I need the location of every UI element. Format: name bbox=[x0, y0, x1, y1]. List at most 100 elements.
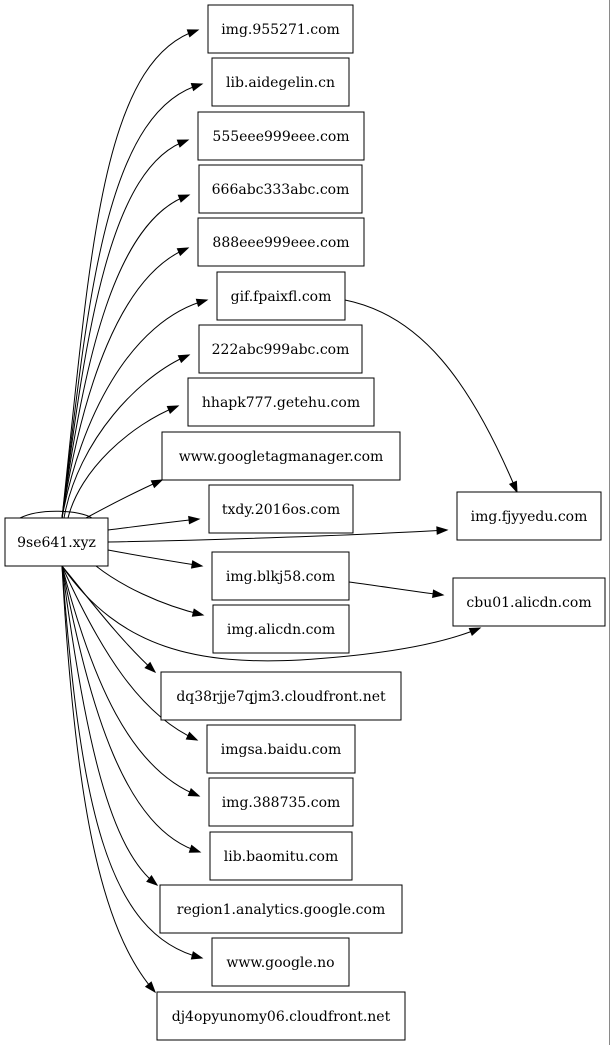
edge-src-n14 bbox=[61, 565, 198, 741]
edge-src-n15 bbox=[61, 565, 200, 797]
edge-src-n12-arrowhead bbox=[191, 608, 205, 617]
node-box-r1 bbox=[456, 491, 602, 541]
node-label-n6: gif.fpaixfl.com bbox=[231, 289, 332, 305]
node-n8: hhapk777.getehu.com bbox=[187, 377, 375, 427]
edge-src-n19 bbox=[61, 565, 156, 993]
node-label-n3: 555eee999eee.com bbox=[212, 129, 349, 145]
edge-src-n8 bbox=[67, 405, 179, 519]
edge-src-n1-arrowhead bbox=[186, 29, 200, 38]
node-r2: cbu01.alicdn.com bbox=[452, 577, 606, 627]
edge-src-r2-arrowhead bbox=[468, 627, 482, 636]
edge-src-n6 bbox=[61, 299, 208, 519]
node-n3: 555eee999eee.com bbox=[197, 111, 365, 161]
node-label-n16: lib.baomitu.com bbox=[224, 849, 339, 865]
edge-n11-r2-arrowhead bbox=[432, 589, 445, 598]
node-box-n14 bbox=[206, 724, 356, 774]
edges-layer bbox=[19, 29, 518, 994]
edge-src-n18-arrowhead bbox=[190, 951, 204, 960]
node-label-n10: txdy.2016os.com bbox=[222, 502, 340, 518]
node-label-r2: cbu01.alicdn.com bbox=[466, 595, 591, 611]
node-box-n1 bbox=[207, 4, 354, 54]
node-label-n2: lib.aidegelin.cn bbox=[226, 75, 335, 91]
node-box-r2 bbox=[452, 577, 606, 627]
edge-src-n9 bbox=[85, 479, 163, 519]
edge-src-n2 bbox=[61, 83, 203, 519]
edge-src-r2 bbox=[61, 565, 481, 662]
node-n18: www.google.no bbox=[211, 937, 350, 987]
node-n13: dq38rjje7qjm3.cloudfront.net bbox=[160, 671, 402, 721]
edge-src-n11-arrowhead bbox=[190, 560, 204, 569]
edge-src-n11 bbox=[107, 549, 203, 567]
node-n17: region1.analytics.google.com bbox=[159, 884, 403, 934]
node-box-n7 bbox=[198, 324, 363, 374]
node-n15: img.388735.com bbox=[208, 777, 354, 827]
node-n12: img.alicdn.com bbox=[212, 604, 350, 654]
edge-src-r1-arrowhead bbox=[436, 526, 449, 535]
node-n6: gif.fpaixfl.com bbox=[216, 271, 346, 321]
node-n10: txdy.2016os.com bbox=[208, 484, 354, 534]
node-label-n8: hhapk777.getehu.com bbox=[202, 395, 360, 411]
node-label-src: 9se641.xyz bbox=[17, 535, 96, 551]
node-n16: lib.baomitu.com bbox=[209, 831, 353, 881]
node-box-n6 bbox=[216, 271, 346, 321]
node-box-n9 bbox=[161, 431, 401, 481]
edge-src-n17 bbox=[61, 565, 158, 886]
edge-src-n15-arrowhead bbox=[187, 788, 201, 797]
node-box-n16 bbox=[209, 831, 353, 881]
node-n14: imgsa.baidu.com bbox=[206, 724, 356, 774]
edge-src-n2-arrowhead bbox=[190, 82, 204, 92]
node-n9: www.googletagmanager.com bbox=[161, 431, 401, 481]
edge-src-n9-arrowhead bbox=[150, 479, 164, 489]
node-box-n8 bbox=[187, 377, 375, 427]
node-label-n13: dq38rjje7qjm3.cloudfront.net bbox=[176, 689, 386, 705]
node-n1: img.955271.com bbox=[207, 4, 354, 54]
node-box-n10 bbox=[208, 484, 354, 534]
node-label-n1: img.955271.com bbox=[221, 22, 340, 38]
edge-n6-r1-arrowhead bbox=[508, 480, 518, 494]
edge-src-n19-arrowhead bbox=[144, 981, 156, 994]
edge-src-n10 bbox=[107, 518, 200, 531]
node-label-n9: www.googletagmanager.com bbox=[179, 449, 384, 465]
node-label-n7: 222abc999abc.com bbox=[212, 342, 350, 358]
node-src: 9se641.xyz bbox=[4, 517, 109, 567]
edge-src-n18 bbox=[61, 565, 203, 959]
node-label-n5: 888eee999eee.com bbox=[212, 235, 349, 251]
edge-src-src bbox=[19, 510, 93, 519]
node-r1: img.fjyyedu.com bbox=[456, 491, 602, 541]
edge-src-r1 bbox=[107, 529, 448, 543]
node-n2: lib.aidegelin.cn bbox=[211, 57, 350, 107]
edge-n6-r1 bbox=[344, 299, 518, 493]
node-label-n15: img.388735.com bbox=[222, 795, 341, 811]
node-n4: 666abc333abc.com bbox=[198, 164, 363, 214]
edge-src-n3 bbox=[61, 139, 189, 519]
edge-src-n13-arrowhead bbox=[144, 661, 157, 674]
node-box-n13 bbox=[160, 671, 402, 721]
edge-src-n16-arrowhead bbox=[188, 844, 202, 853]
edge-src-n3-arrowhead bbox=[176, 139, 190, 148]
edge-src-n4 bbox=[61, 194, 190, 519]
node-label-n11: img.blkj58.com bbox=[226, 569, 335, 585]
node-n19: dj4opyunomy06.cloudfront.net bbox=[156, 991, 406, 1041]
right-border-line bbox=[609, 0, 610, 1045]
edge-src-n13 bbox=[61, 565, 156, 673]
node-box-src bbox=[4, 517, 109, 567]
edge-src-n6-arrowhead bbox=[195, 298, 209, 308]
node-box-n3 bbox=[197, 111, 365, 161]
edge-src-n16 bbox=[61, 565, 201, 853]
node-box-n2 bbox=[211, 57, 350, 107]
edge-src-n1 bbox=[61, 29, 199, 519]
node-box-n19 bbox=[156, 991, 406, 1041]
edge-src-n14-arrowhead bbox=[185, 731, 199, 741]
edge-src-n7-arrowhead bbox=[177, 354, 191, 364]
node-label-n17: region1.analytics.google.com bbox=[177, 902, 385, 918]
node-box-n4 bbox=[198, 164, 363, 214]
edge-src-n5 bbox=[61, 247, 189, 519]
node-label-n19: dj4opyunomy06.cloudfront.net bbox=[172, 1009, 391, 1025]
nodes-layer: 9se641.xyz img.955271.com lib.aidegelin.cn… bbox=[4, 4, 606, 1041]
node-box-n17 bbox=[159, 884, 403, 934]
edge-src-n17-arrowhead bbox=[146, 875, 159, 886]
node-n11: img.blkj58.com bbox=[211, 551, 350, 601]
edge-src-n7 bbox=[63, 354, 190, 519]
node-n5: 888eee999eee.com bbox=[197, 217, 365, 267]
